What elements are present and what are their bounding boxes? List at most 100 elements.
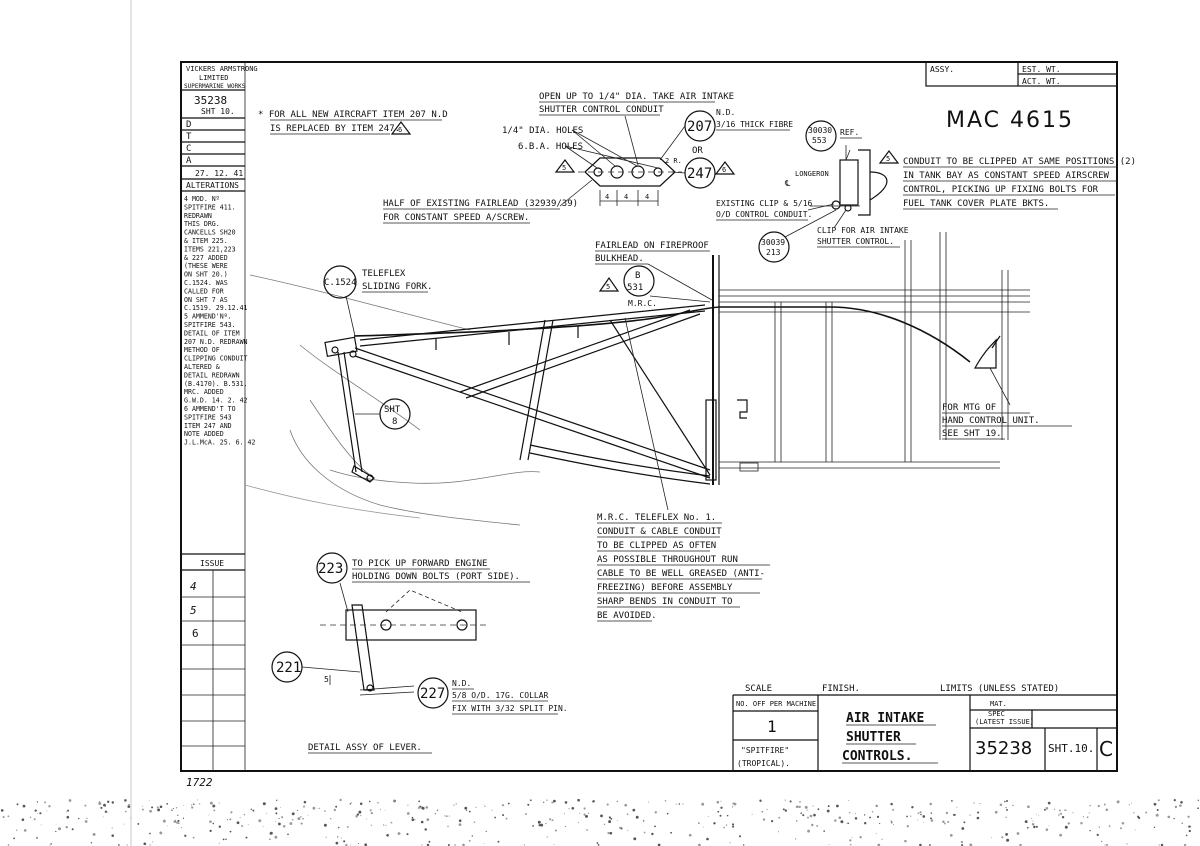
teleflex-1: TELEFLEX: [362, 269, 406, 279]
mrc-label: M.R.C.: [628, 299, 657, 308]
mrc-teleflex-8: BE AVOIDED.: [597, 611, 657, 621]
alteration-line: SPITFIRE 543.: [184, 321, 236, 329]
alteration-line: SPITFIRE 411.: [184, 203, 236, 211]
alteration-line: ITEMS 221,223: [184, 245, 236, 253]
row-a: A: [186, 156, 192, 166]
aircraft-1: "SPITFIRE": [741, 746, 789, 755]
note-half-fairlead-1: HALF OF EXISTING FAIRLEAD (32939/39): [383, 199, 578, 209]
item-223-text-1: TO PICK UP FORWARD ENGINE: [352, 559, 487, 569]
ref-30039-a: 30039: [761, 238, 785, 247]
left-date: 27. 12. 41: [195, 169, 243, 178]
mrc-teleflex-2: CONDUIT & CABLE CONDUIT: [597, 527, 722, 537]
rev-5-clip: 5: [886, 155, 890, 163]
alteration-line: 4 MOD. Nº: [184, 195, 220, 203]
rev-5-b531: 5: [606, 283, 610, 291]
row-c: C: [186, 144, 191, 154]
item-223-number: 223: [318, 561, 343, 577]
c1524-label: C.1524: [324, 278, 357, 288]
or-label: OR: [692, 146, 703, 156]
c1524-balloon: [323, 265, 357, 299]
assy-label: ASSY.: [930, 65, 954, 74]
alteration-line: MRC. ADDED: [184, 388, 224, 396]
note-existing-clip-2: O/D CONTROL CONDUIT.: [716, 210, 812, 219]
alteration-line: (THESE WERE: [184, 262, 228, 270]
b531-balloon: [623, 265, 655, 297]
rev-6-a: 6: [398, 126, 402, 134]
title-sheet: SHT.10.: [1048, 742, 1094, 755]
spec-label-1: SPEC: [988, 710, 1005, 718]
aircraft-2: (TROPICAL).: [737, 759, 790, 768]
alteration-line: CANCELLS SH20: [184, 229, 236, 237]
note-conduit-clip-3: CONTROL, PICKING UP FIXING BOLTS FOR: [903, 185, 1099, 195]
ref-30030-a: 30030: [808, 126, 832, 135]
note-conduit-clip-2: IN TANK BAY AS CONSTANT SPEED AIRSCREW: [903, 171, 1109, 181]
alteration-line: 5 AMMEND'Nº.: [184, 313, 232, 321]
alteration-line: ITEM 247 AND: [184, 422, 232, 430]
left-panel: VICKERS ARMSTRONG LIMITED SUPERMARINE WO…: [181, 65, 258, 771]
title-drawing-no: 35238: [975, 738, 1032, 759]
sht8-2: 8: [392, 417, 397, 427]
alteration-line: DETAIL OF ITEM: [184, 329, 240, 337]
issue-4: 4: [190, 580, 197, 593]
company-line-2: LIMITED: [199, 74, 229, 82]
spec-label-2: (LATEST ISSUE): [975, 718, 1034, 726]
mrc-teleflex-3: TO BE CLIPPED AS OFTEN: [597, 541, 716, 551]
est-wt-label: EST. WT.: [1022, 65, 1061, 74]
alteration-line: (B.4170). B.531.: [184, 380, 248, 388]
dim-4-c: 4: [645, 193, 649, 201]
scale-label: SCALE: [745, 684, 772, 694]
fuselage-structure: [244, 232, 1030, 526]
note-clip-air-1: CLIP FOR AIR INTAKE: [817, 226, 909, 235]
title-line-2: SHUTTER: [846, 730, 901, 745]
clip-detail: 30030 553 REF. LONGERON ℄ 5 30039 213: [758, 120, 900, 263]
alteration-line: ALTERED &: [184, 363, 220, 371]
longeron-label: LONGERON: [795, 170, 829, 178]
item-223-text-2: HOLDING DOWN BOLTS (PORT SIDE).: [352, 572, 520, 582]
note-fairlead-fireproof-2: BULKHEAD.: [595, 254, 644, 264]
alteration-line: CALLED FOR: [184, 287, 224, 295]
scan-noise-band: [0, 798, 1199, 846]
alteration-line: REDRAWN: [184, 212, 212, 220]
weights-box: ASSY. EST. WT. ACT. WT.: [925, 61, 1118, 87]
title-line-3: CONTROLS.: [842, 749, 912, 764]
note-existing-clip-1: EXISTING CLIP & 5/16: [716, 199, 813, 208]
b531-2: 531: [627, 283, 643, 293]
hand-control-1: FOR MTG OF: [942, 403, 996, 413]
alteration-line: ON SHT 20.): [184, 271, 228, 279]
mat-label: MAT.: [990, 700, 1007, 708]
hand-control-3: SEE SHT 19.: [942, 429, 1002, 439]
ref-label: REF.: [840, 128, 859, 137]
rev-triangle-6: [390, 121, 412, 135]
note-fairlead-fireproof-1: FAIRLEAD ON FIREPROOF: [595, 241, 709, 251]
note-open-up-1: OPEN UP TO 1/4" DIA. TAKE AIR INTAKE: [539, 92, 734, 102]
ref-30039-b: 213: [766, 248, 781, 257]
b531-1: B: [635, 271, 640, 281]
mrc-teleflex-4: AS POSSIBLE THROUGHOUT RUN: [597, 555, 738, 565]
mrc-teleflex-6: FREEZING) BEFORE ASSEMBLY: [597, 583, 733, 593]
mrc-teleflex-1: M.R.C. TELEFLEX No. 1.: [597, 513, 716, 523]
sht8-1: SHT: [384, 405, 401, 415]
alteration-line: & 227 ADDED: [184, 254, 228, 262]
note-conduit-clip-4: FUEL TANK COVER PLATE BKTS.: [903, 199, 1049, 209]
mrc-teleflex-7: SHARP BENDS IN CONDUIT TO: [597, 597, 732, 607]
act-wt-label: ACT. WT.: [1022, 77, 1061, 86]
alteration-line: ON SHT 7 AS: [184, 296, 228, 304]
dim-4-a: 4: [605, 193, 609, 201]
no-off-heading: NO. OFF PER MACHINE: [736, 700, 816, 708]
mrc-teleflex-5: CABLE TO BE WELL GREASED (ANTI-: [597, 569, 765, 579]
note-dia-holes: 1/4" DIA. HOLES: [502, 126, 583, 136]
company-line-3: SUPERMARINE WORKS: [184, 83, 246, 90]
issue-heading: ISSUE: [200, 559, 224, 568]
item-227-text-2: 5/8 O/D. 17G. COLLAR: [452, 691, 549, 700]
alteration-line: & ITEM 225.: [184, 237, 228, 245]
note-new-aircraft-1: * FOR ALL NEW AIRCRAFT ITEM 207 N.D: [258, 110, 448, 120]
note-half-fairlead-2: FOR CONSTANT SPEED A/SCREW.: [383, 213, 529, 223]
note-gba-holes: 6.B.A. HOLES: [518, 142, 583, 152]
page-number: 1722: [186, 776, 213, 789]
rev-5-fairlead: 5: [562, 164, 566, 172]
alterations-heading: ALTERATIONS: [186, 181, 239, 190]
ref-30030-b: 553: [812, 136, 827, 145]
alteration-line: THIS DRG.: [184, 220, 220, 228]
finish-label: FINISH.: [822, 684, 860, 694]
